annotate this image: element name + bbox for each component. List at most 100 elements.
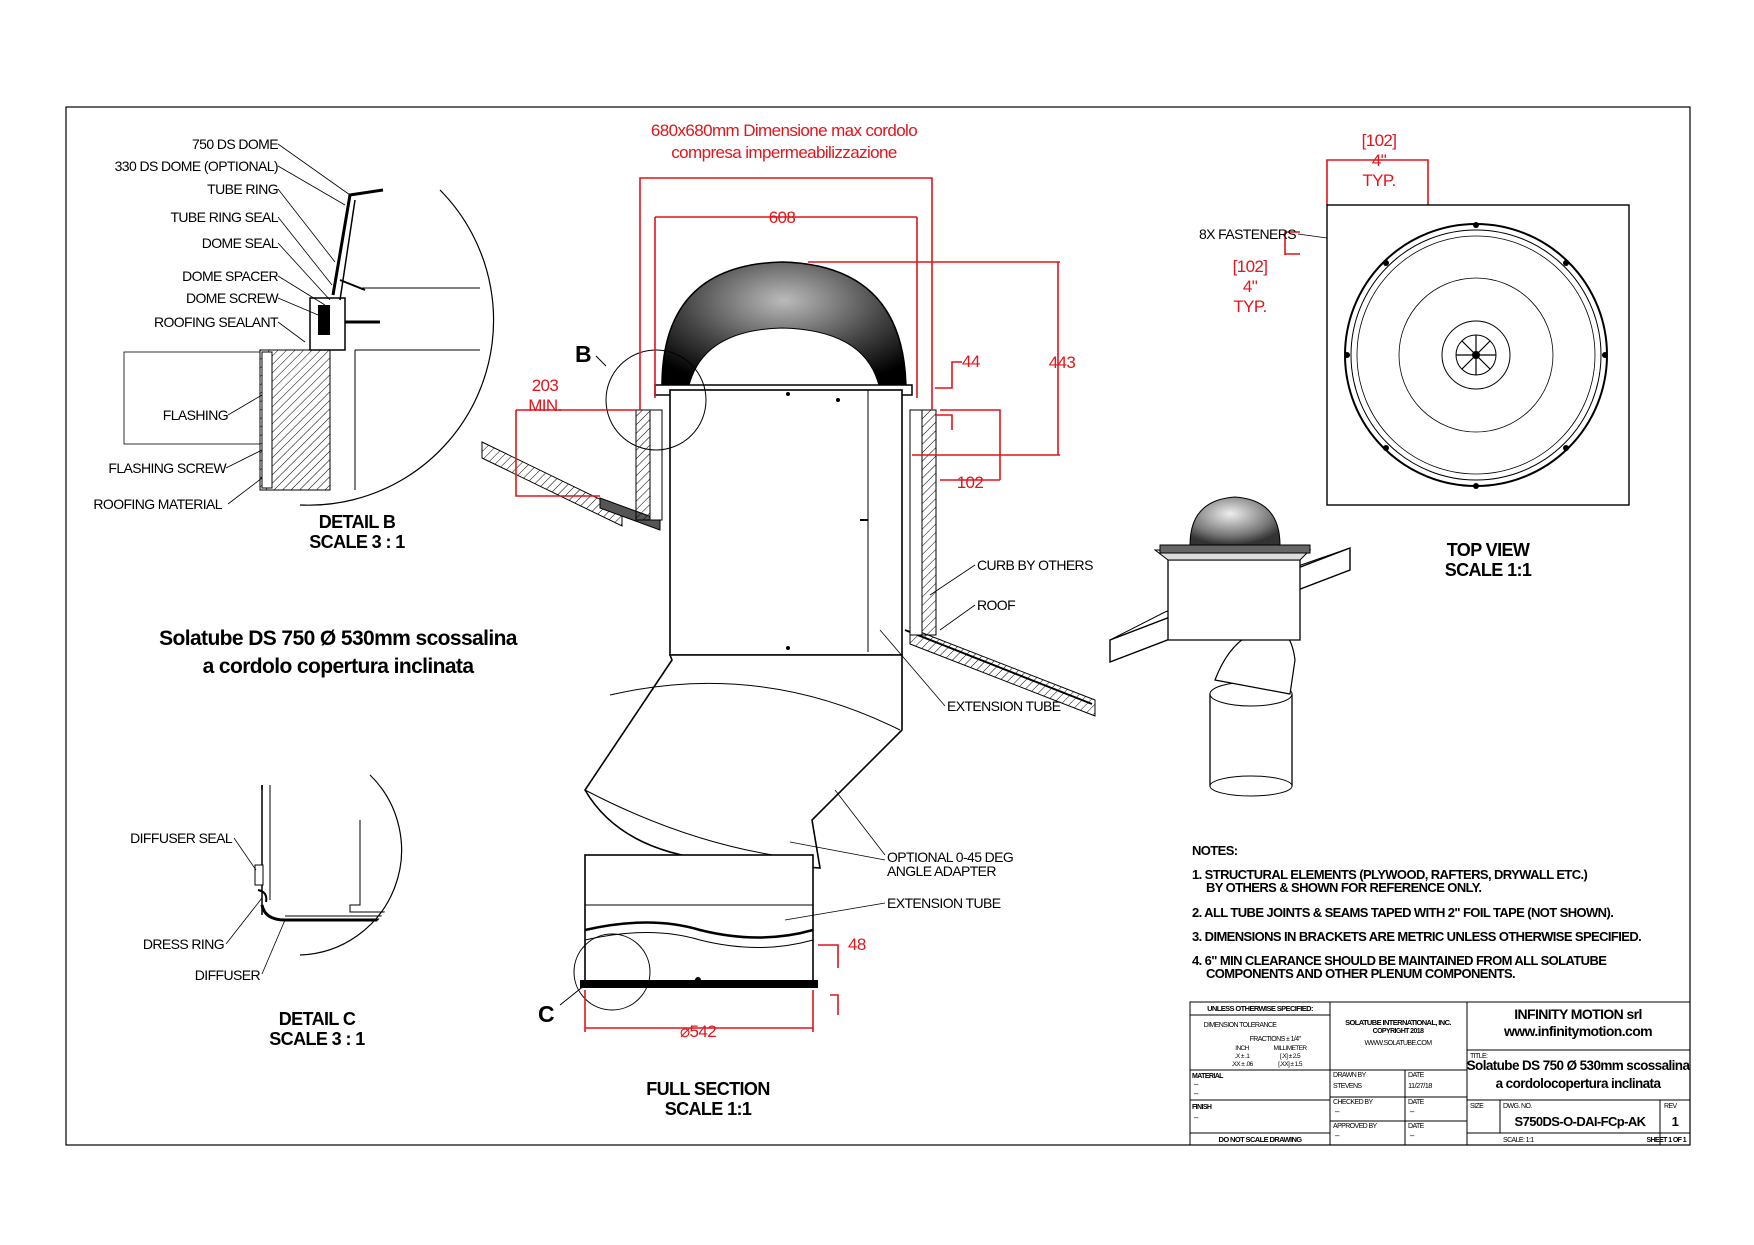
top-dim-inch-2: 4": [1243, 277, 1258, 296]
label-dome-spacer: DOME SPACER: [182, 268, 278, 284]
tb-date-val: 11/27/18: [1408, 1081, 1432, 1090]
note-1b: BY OTHERS & SHOWN FOR REFERENCE ONLY.: [1206, 880, 1481, 895]
tb-firm: INFINITY MOTION srl: [1514, 1006, 1642, 1022]
top-dim-typ-1: TYP.: [1362, 171, 1395, 190]
tb-checked-val: –: [1335, 1107, 1340, 1116]
callout-b: B: [575, 341, 591, 367]
tb-sheet: SHEET 1 OF 1: [1647, 1137, 1687, 1144]
note-2: 2. ALL TUBE JOINTS & SEAMS TAPED WITH 2"…: [1192, 905, 1613, 920]
tb-material: MATERIAL: [1192, 1073, 1224, 1080]
tb-finish-val: –: [1194, 1113, 1199, 1122]
label-optional-angle: OPTIONAL 0-45 DEG: [887, 849, 1013, 865]
detail-c-scale: SCALE 3 : 1: [269, 1029, 365, 1049]
tb-approved-by: APPROVED BY: [1333, 1123, 1378, 1130]
tb-tol4: [.XX] ± 1.5: [1278, 1061, 1303, 1068]
tb-tol1: .X ± .1: [1235, 1053, 1251, 1060]
tb-web: www.infinitymotion.com: [1503, 1023, 1652, 1039]
section-leaders: [784, 564, 976, 921]
tb-material-val2: –: [1194, 1089, 1199, 1098]
sheet-border: [65, 106, 1691, 1146]
note-4b: COMPONENTS AND OTHER PLENUM COMPONENTS.: [1206, 966, 1515, 981]
dim-min: MIN.: [528, 396, 561, 415]
drawing-title-line2: a cordolo copertura inclinata: [203, 655, 475, 678]
tb-millimeter: MILLIMETER: [1273, 1045, 1307, 1052]
label-roof: ROOF: [977, 597, 1015, 613]
label-diffuser: DIFFUSER: [195, 967, 261, 983]
label-tube-ring: TUBE RING: [207, 181, 278, 197]
label-diffuser-seal: DIFFUSER SEAL: [130, 830, 233, 846]
label-750-ds-dome: 750 DS DOME: [192, 136, 278, 152]
detail-b-scale: SCALE 3 : 1: [309, 532, 405, 552]
label-tube-ring-seal: TUBE RING SEAL: [170, 209, 278, 225]
full-section-caption: FULL SECTION: [646, 1079, 769, 1099]
dim-443: 443: [1049, 353, 1076, 372]
tb-dwg-no: S750DS-O-DAI-FCp-AK: [1515, 1114, 1647, 1129]
tb-company1: SOLATUBE INTERNATIONAL, INC.: [1345, 1018, 1451, 1027]
top-dim-bracket-2: [102]: [1233, 257, 1268, 276]
full-section-scale: SCALE 1:1: [665, 1099, 752, 1119]
tb-fractions: FRACTIONS ± 1/4": [1250, 1036, 1302, 1043]
tb-drawn-name: STEVENS: [1333, 1083, 1362, 1090]
isometric-view: [1109, 496, 1351, 797]
tb-rev-label: REV: [1664, 1103, 1678, 1110]
label-roofing-sealant: ROOFING SEALANT: [154, 314, 279, 330]
top-dim-bracket-1: [102]: [1362, 131, 1397, 150]
tb-tolerance: DIMENSION TOLERANCE: [1204, 1022, 1278, 1029]
tb-unless: UNLESS OTHERWISE SPECIFIED:: [1207, 1004, 1313, 1013]
note-3: 3. DIMENSIONS IN BRACKETS ARE METRIC UNL…: [1192, 929, 1641, 944]
label-flashing-screw: FLASHING SCREW: [108, 460, 227, 476]
top-view-drawing: [1297, 204, 1630, 506]
label-8x-fasteners: 8X FASTENERS: [1199, 226, 1296, 242]
tb-drawn-by: DRAWN BY: [1333, 1072, 1367, 1079]
label-dome-screw: DOME SCREW: [186, 290, 279, 306]
tb-date-1: DATE: [1408, 1072, 1425, 1079]
label-curb-by-others: CURB BY OTHERS: [977, 557, 1093, 573]
dim-48: 48: [848, 935, 866, 954]
tb-title-line2: a cordolocopertura inclinata: [1496, 1076, 1662, 1091]
label-angle-adapter: ANGLE ADAPTER: [887, 863, 996, 879]
detail-c-caption: DETAIL C: [279, 1009, 356, 1029]
tb-date-3: DATE: [1408, 1123, 1425, 1130]
label-extension-tube-upper: EXTENSION TUBE: [947, 698, 1061, 714]
label-330-ds-dome: 330 DS DOME (OPTIONAL): [115, 158, 278, 174]
tb-tol2: .XX ± .06: [1231, 1061, 1253, 1068]
drawing-title-line1: Solatube DS 750 Ø 530mm scossalina: [159, 627, 518, 650]
label-roofing-material: ROOFING MATERIAL: [93, 496, 222, 512]
dim-102: 102: [957, 473, 984, 492]
tb-do-not-scale: DO NOT SCALE DRAWING: [1219, 1135, 1303, 1144]
tb-title-line1: Solatube DS 750 Ø 530mm scossalina: [1467, 1058, 1691, 1073]
title-block: [1189, 1001, 1691, 1146]
tb-approved-val: –: [1335, 1131, 1340, 1140]
tb-company3: WWW.SOLATUBE.COM: [1365, 1040, 1433, 1047]
label-dress-ring: DRESS RING: [143, 936, 224, 952]
dimension-lines: [515, 159, 1429, 1032]
label-extension-tube-lower: EXTENSION TUBE: [887, 895, 1001, 911]
dim-203: 203: [532, 376, 559, 395]
tb-material-val1: –: [1194, 1080, 1199, 1089]
note-max-curb-line1: 680x680mm Dimensione max cordolo: [651, 121, 917, 140]
label-flashing: FLASHING: [163, 407, 228, 423]
dim-542: ⌀542: [680, 1022, 716, 1041]
top-view-scale: SCALE 1:1: [1445, 560, 1532, 580]
tb-date-2-val: –: [1410, 1107, 1415, 1116]
detail-b-leaders: [225, 143, 351, 505]
tb-rev: 1: [1672, 1114, 1679, 1129]
top-dim-inch-1: 4": [1372, 151, 1387, 170]
notes-heading: NOTES:: [1192, 843, 1238, 858]
top-view-caption: TOP VIEW: [1447, 540, 1530, 560]
detail-b-labels: 750 DS DOME 330 DS DOME (OPTIONAL) TUBE …: [93, 136, 280, 512]
tb-date-3-val: –: [1410, 1131, 1415, 1140]
tb-tol3: [.X] ± 2.5: [1280, 1053, 1301, 1060]
tb-inch: INCH: [1235, 1045, 1249, 1052]
tb-dwg-no-label: DWG. NO.: [1503, 1103, 1532, 1110]
detail-b-caption: DETAIL B: [319, 512, 396, 532]
dim-44: 44: [962, 352, 980, 371]
tb-scale: SCALE: 1:1: [1503, 1137, 1534, 1144]
tb-title-label: TITLE:: [1470, 1053, 1488, 1060]
detail-c-leaders: [225, 837, 286, 975]
tb-finish: FINISH: [1192, 1104, 1212, 1111]
top-dim-typ-2: TYP.: [1233, 297, 1266, 316]
tb-checked-by: CHECKED BY: [1333, 1099, 1373, 1106]
